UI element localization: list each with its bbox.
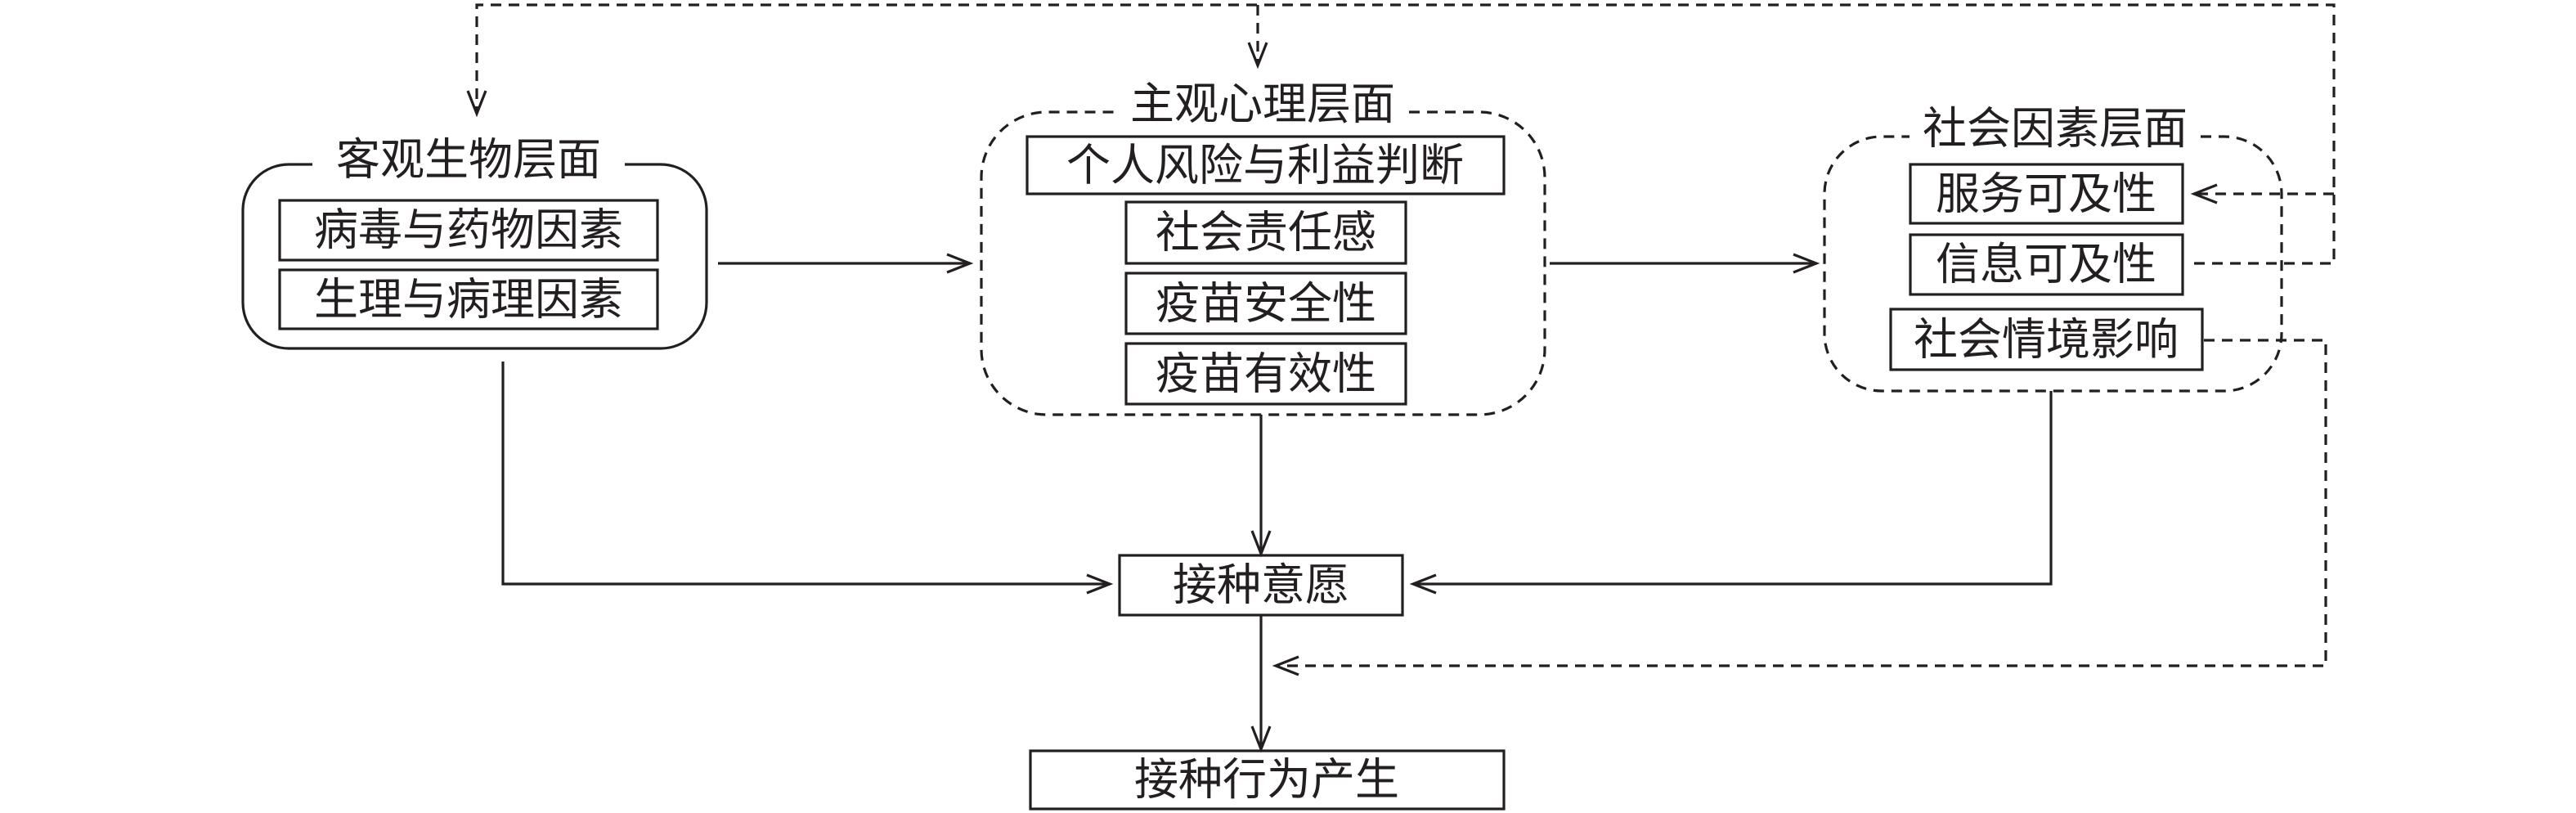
arrow-intention-to-behavior bbox=[1250, 615, 1272, 753]
arrow-psychological-to-intention bbox=[1250, 415, 1272, 558]
node-label-intention: 接种意愿 bbox=[1173, 559, 1349, 611]
group-psychological: 主观心理层面 个人风险与利益判断 社会责任感 疫苗安全性 疫苗有效性 bbox=[980, 79, 1546, 416]
arrow-head bbox=[1272, 655, 1299, 676]
group-biological-border bbox=[241, 163, 708, 350]
node-label-social-context: 社会情境影响 bbox=[1914, 314, 2179, 366]
node-label-info-access: 信息可及性 bbox=[1936, 239, 2156, 290]
node-label-physio-patho: 生理与病理因素 bbox=[314, 274, 623, 326]
node-box-physio-patho bbox=[278, 268, 659, 330]
node-box-behavior bbox=[1029, 749, 1506, 811]
arrow-head bbox=[1250, 725, 1272, 753]
arrow-head bbox=[1086, 573, 1114, 595]
group-social: 社会因素层面 服务可及性 信息可及性 社会情境影响 bbox=[1823, 103, 2283, 393]
group-psychological-border bbox=[980, 110, 1546, 416]
arrow-biological-to-psychological bbox=[718, 253, 974, 274]
node-box-vaccine-efficacy bbox=[1124, 342, 1407, 406]
group-biological: 客观生物层面 病毒与药物因素 生理与病理因素 bbox=[241, 134, 708, 350]
arrow-head bbox=[1247, 42, 1268, 70]
arrow-line bbox=[501, 362, 1110, 586]
node-box-risk-benefit bbox=[1025, 135, 1506, 195]
node-box-social-responsibility bbox=[1124, 200, 1407, 265]
node-box-info-access bbox=[1909, 233, 2184, 296]
group-biological-title: 客观生物层面 bbox=[336, 134, 601, 186]
node-box-virus-drug bbox=[278, 199, 659, 262]
arrow-psychological-to-social bbox=[1550, 253, 1820, 274]
arrow-head bbox=[466, 90, 487, 118]
node-label-service-access: 服务可及性 bbox=[1936, 168, 2156, 220]
node-label-vaccine-safety: 疫苗安全性 bbox=[1156, 278, 1376, 330]
dashed-arrow-info-access-to-psychological bbox=[1247, 5, 1268, 70]
node-label-social-responsibility: 社会责任感 bbox=[1156, 207, 1376, 258]
node-label-behavior: 接种行为产生 bbox=[1134, 754, 1399, 806]
arrow-line bbox=[475, 3, 2336, 265]
node-box-vaccine-safety bbox=[1124, 272, 1407, 335]
arrow-head bbox=[1793, 253, 1820, 274]
dashed-arrow-to-service-access bbox=[2190, 183, 2334, 204]
arrow-head bbox=[946, 253, 974, 274]
arrow-social-to-intention bbox=[1409, 391, 2053, 595]
arrow-biological-to-intention bbox=[501, 362, 1114, 595]
arrow-head bbox=[2190, 183, 2218, 204]
group-social-title: 社会因素层面 bbox=[1923, 103, 2188, 155]
dashed-arrow-social-context-to-behavior-path bbox=[1272, 339, 2327, 676]
dashed-arrow-info-access-to-biological bbox=[466, 3, 2336, 265]
node-label-vaccine-efficacy: 疫苗有效性 bbox=[1156, 348, 1376, 400]
node-box-service-access bbox=[1909, 163, 2184, 225]
arrow-line bbox=[1413, 391, 2053, 586]
arrow-head bbox=[1409, 573, 1437, 595]
node-label-virus-drug: 病毒与药物因素 bbox=[314, 204, 623, 256]
arrow-head bbox=[1250, 530, 1272, 558]
node-label-risk-benefit: 个人风险与利益判断 bbox=[1066, 140, 1464, 191]
arrow-line bbox=[1277, 339, 2327, 667]
node-box-social-context bbox=[1889, 308, 2204, 371]
group-psychological-title: 主观心理层面 bbox=[1130, 79, 1395, 130]
group-social-border bbox=[1823, 135, 2283, 393]
